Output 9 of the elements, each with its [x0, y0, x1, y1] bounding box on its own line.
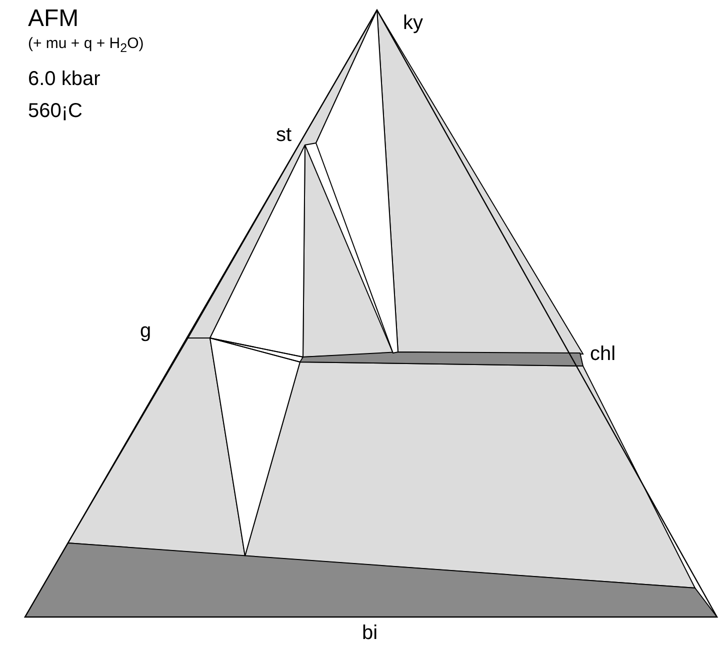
- diagram-title: AFM: [28, 6, 79, 32]
- mineral-label: ky: [403, 12, 423, 34]
- mineral-label: g: [140, 320, 152, 342]
- mineral-label: chl: [590, 343, 616, 365]
- mineral-label: bi: [362, 622, 378, 644]
- temperature-label: 560¡C: [28, 100, 82, 122]
- pressure-label: 6.0 kbar: [28, 68, 100, 90]
- mineral-label: st: [276, 124, 292, 146]
- assemblage-note: (+ mu + q + H$_{2}$O): [28, 36, 144, 56]
